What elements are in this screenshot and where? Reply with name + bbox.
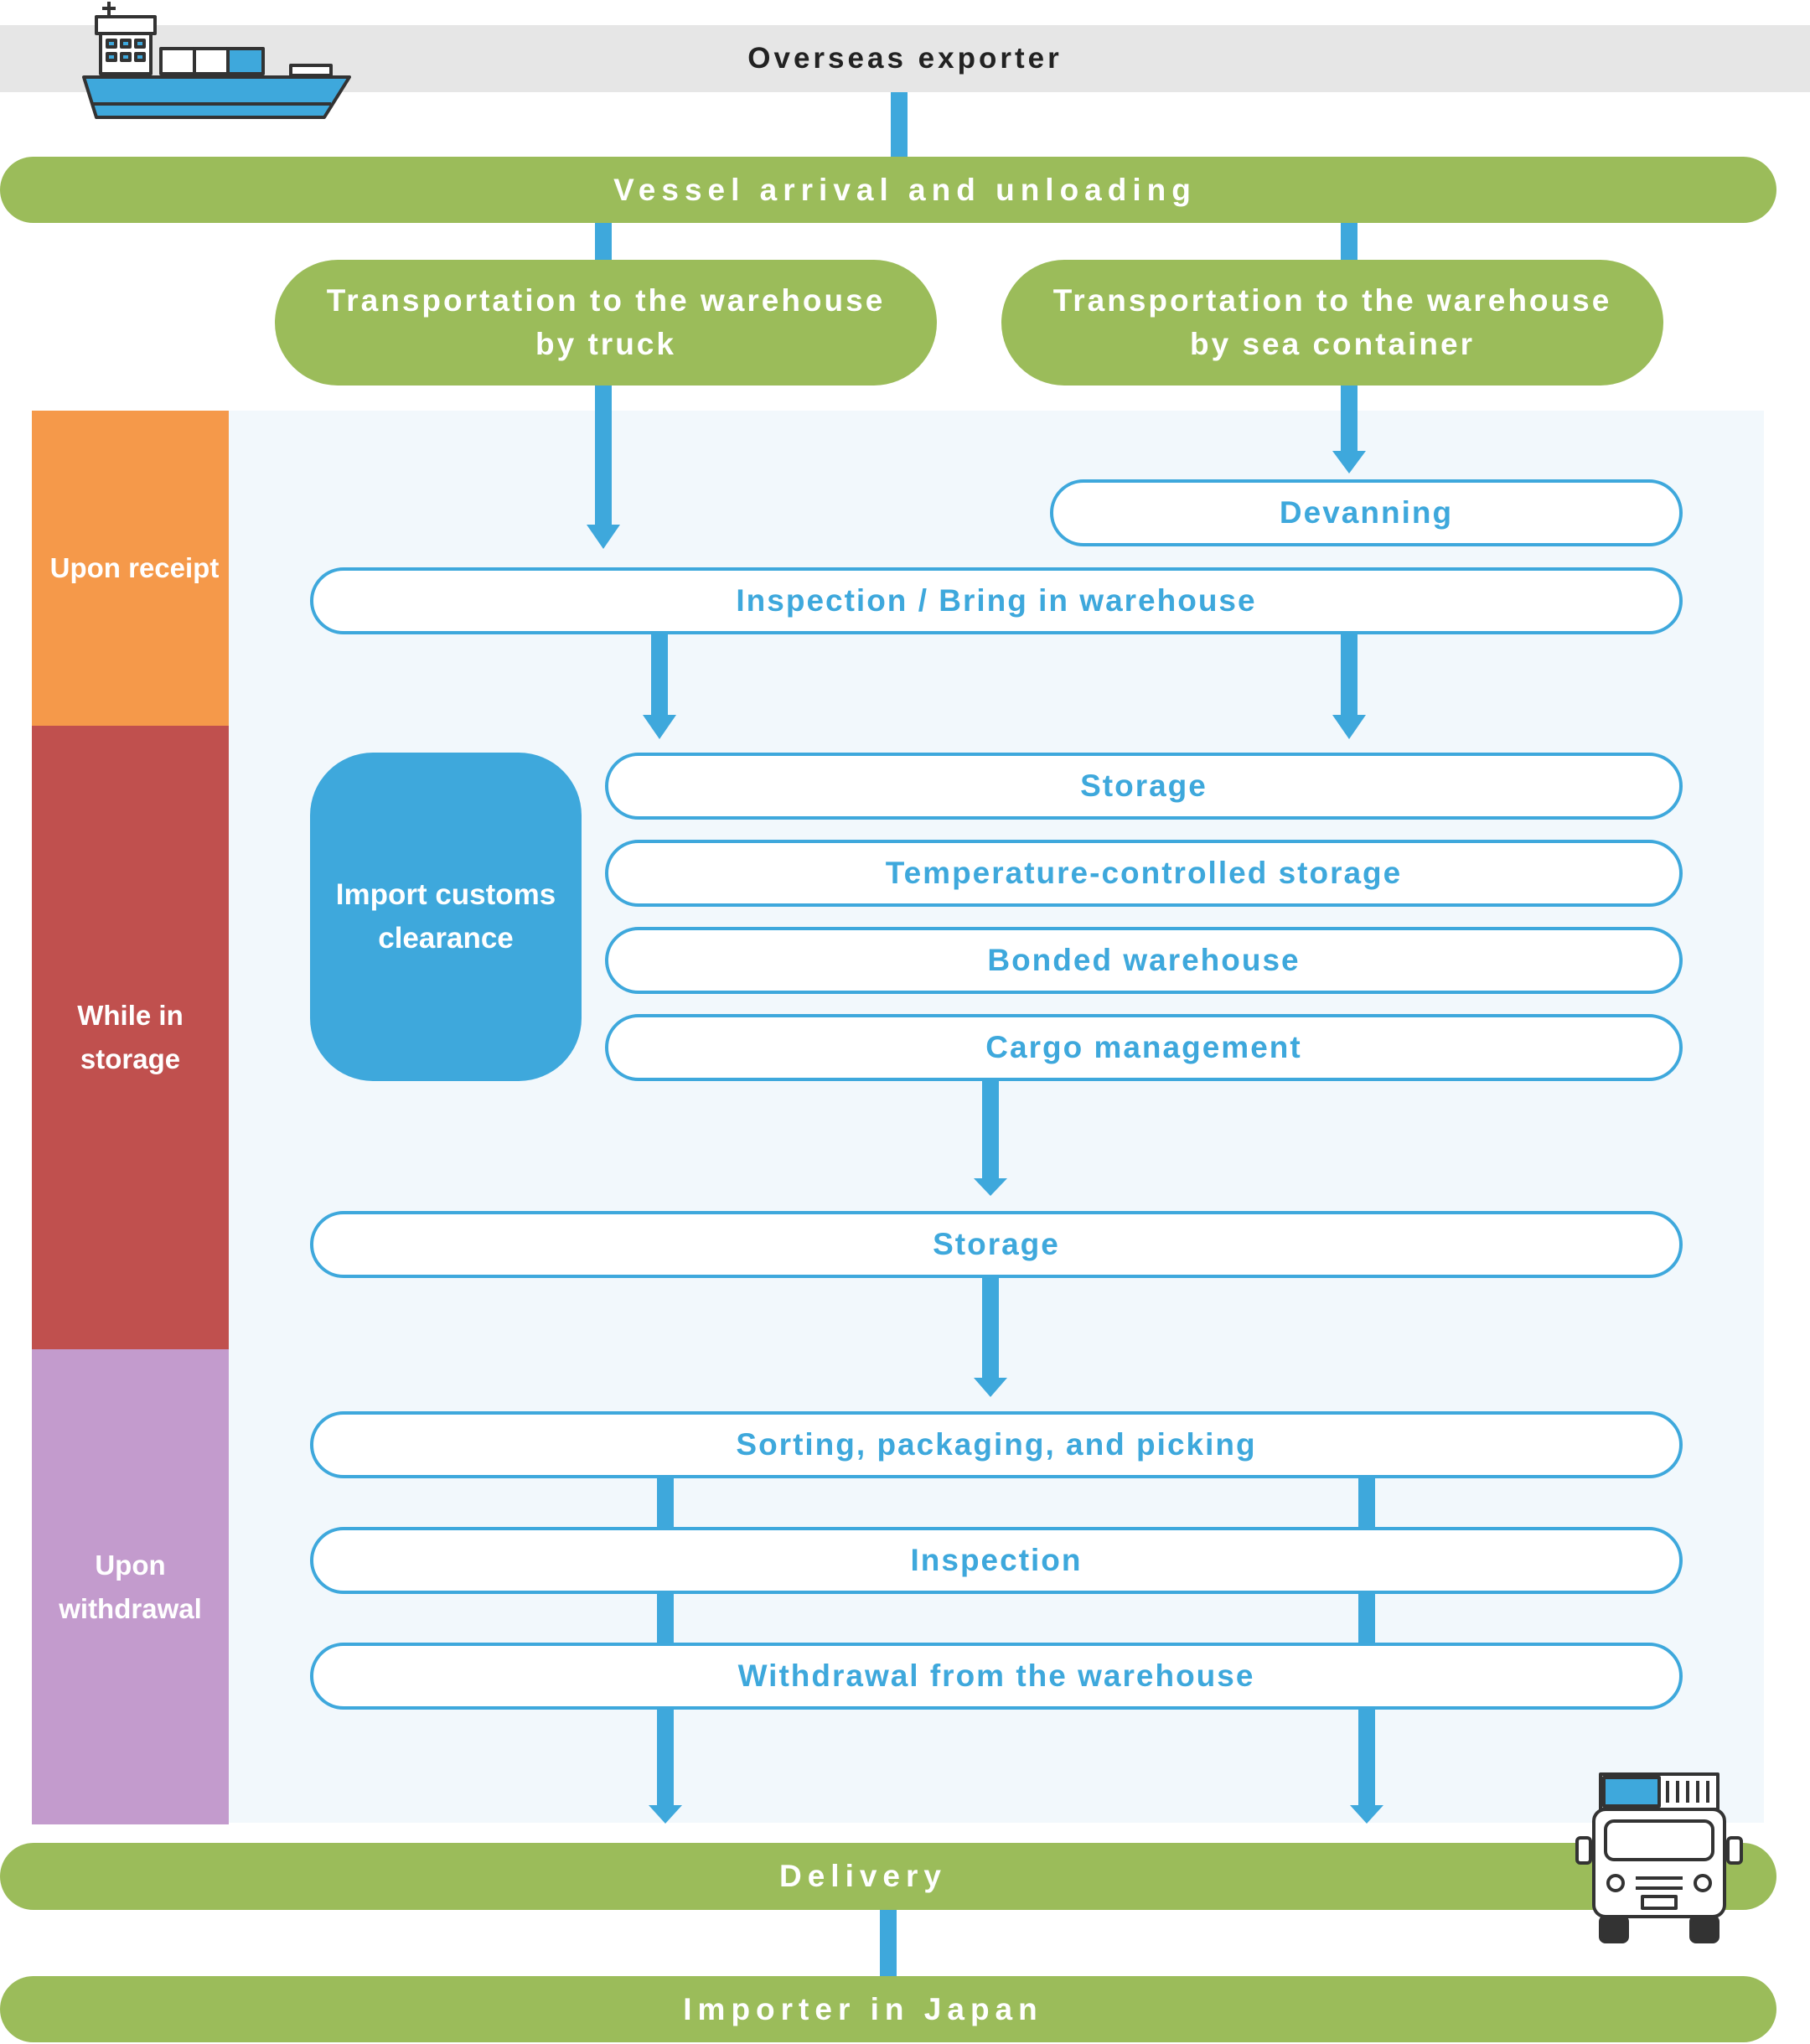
- arrow-inspect-right: [1332, 715, 1366, 739]
- storage-step: Storage: [310, 1211, 1683, 1278]
- arrow-inspect-left: [643, 715, 676, 739]
- connector-inspect-right: [1341, 633, 1358, 717]
- storage-option-cargo: Cargo management: [605, 1014, 1683, 1081]
- delivery-bar: Delivery: [0, 1843, 1776, 1910]
- connector-right-inspect-withdraw: [1358, 1592, 1375, 1643]
- sea-transport-box: Transportation to the warehouse by sea c…: [1001, 260, 1663, 386]
- storage-option-temperature: Temperature-controlled storage: [605, 840, 1683, 907]
- withdrawal-step: Withdrawal from the warehouse: [310, 1643, 1683, 1710]
- ship-icon: [82, 2, 351, 119]
- arrow-right-delivery: [1350, 1805, 1383, 1824]
- stage-withdrawal-line-2: withdrawal: [59, 1592, 202, 1624]
- connector-exporter-arrival: [891, 92, 908, 158]
- connector-arrival-sea: [1341, 221, 1358, 261]
- customs-line-2: clearance: [378, 922, 514, 955]
- arrival-label: Vessel arrival and unloading: [613, 172, 1197, 207]
- connector-left-inspect-withdraw: [657, 1592, 674, 1643]
- connector-sea-down: [1341, 384, 1358, 453]
- truck-icon: [1575, 1772, 1743, 1943]
- stage-receipt-line-1: Upon receipt: [49, 552, 220, 583]
- connector-cargo-storage: [982, 1081, 999, 1180]
- connector-storage-sorting: [982, 1277, 999, 1379]
- stage-withdrawal-line-1: Upon: [95, 1549, 166, 1581]
- connector-right-withdraw-down: [1358, 1708, 1375, 1807]
- storage-option-bonded: Bonded warehouse: [605, 927, 1683, 994]
- delivery-label: Delivery: [779, 1859, 947, 1893]
- connector-arrival-truck: [595, 221, 612, 261]
- stage-storage-line-2: storage: [80, 1043, 181, 1074]
- customs-line-1: Import customs: [335, 878, 556, 911]
- importer-label: Importer in Japan: [683, 1991, 1043, 2026]
- connector-truck-down: [595, 384, 612, 526]
- stage-while-in-storage: While in storage: [32, 726, 229, 1349]
- stage-upon-withdrawal: Upon withdrawal: [32, 1349, 229, 1824]
- stage-storage-line-1: While in: [77, 1000, 184, 1031]
- connector-delivery-importer: [880, 1909, 897, 1976]
- connector-left-sort-inspect: [657, 1477, 674, 1527]
- arrival-bar: Vessel arrival and unloading: [0, 157, 1776, 223]
- sorting-step: Sorting, packaging, and picking: [310, 1411, 1683, 1478]
- importer-bar: Importer in Japan: [0, 1976, 1776, 2042]
- arrow-left-delivery: [649, 1805, 682, 1824]
- connector-right-sort-inspect: [1358, 1477, 1375, 1527]
- storage-option-storage: Storage: [605, 753, 1683, 820]
- connector-inspect-left: [651, 633, 668, 717]
- import-customs-clearance: Import customs clearance: [310, 753, 582, 1081]
- arrow-sea: [1332, 451, 1366, 473]
- devanning-step: Devanning: [1050, 479, 1683, 546]
- sea-transport-line-2: by sea container: [1189, 327, 1475, 361]
- inspection-step: Inspection: [310, 1527, 1683, 1594]
- inspection-bring-in-step: Inspection / Bring in warehouse: [310, 567, 1683, 634]
- arrow-cargo-storage: [974, 1178, 1007, 1196]
- exporter-label: Overseas exporter: [747, 42, 1063, 75]
- sea-transport-line-1: Transportation to the warehouse: [1052, 283, 1612, 318]
- truck-transport-line-2: by truck: [535, 327, 676, 361]
- truck-transport-box: Transportation to the warehouse by truck: [275, 260, 937, 386]
- arrow-truck: [587, 525, 620, 549]
- arrow-storage-sorting: [974, 1378, 1007, 1397]
- connector-left-withdraw-down: [657, 1708, 674, 1807]
- truck-transport-line-1: Transportation to the warehouse: [326, 283, 886, 318]
- stage-upon-receipt: Upon receipt: [32, 411, 229, 726]
